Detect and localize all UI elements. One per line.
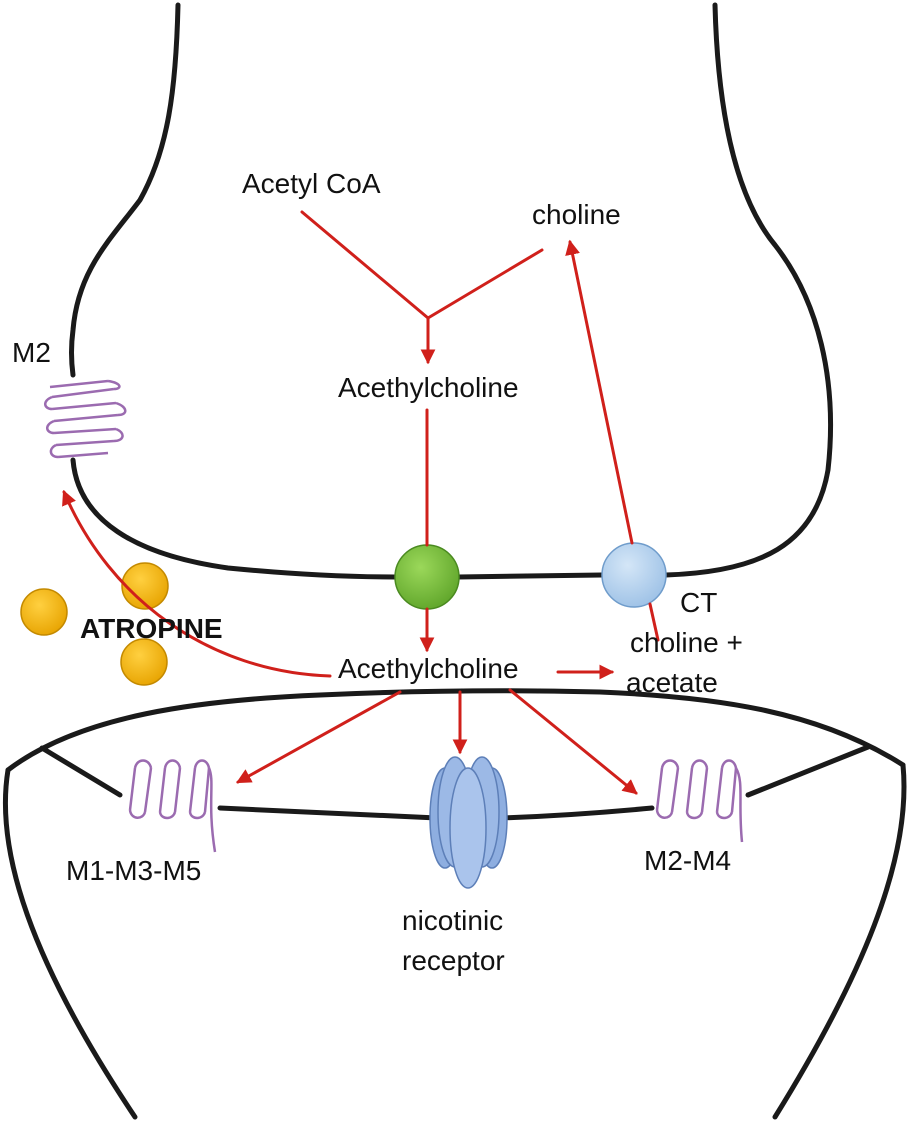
m2-presynaptic-label: M2 <box>12 337 51 368</box>
acetylcholine-top-label: Acethylcholine <box>338 372 519 403</box>
choline-top-label: choline <box>532 199 621 230</box>
nicotinic-label-line2: receptor <box>402 945 505 976</box>
postsynaptic-inner-membrane-right <box>497 805 655 821</box>
choline-acetate-label-line1: choline + <box>630 627 743 658</box>
reaction-arrows <box>62 210 660 795</box>
choline-reuptake-arrow <box>565 239 634 545</box>
presynaptic-membrane-left-lower <box>70 457 398 580</box>
postsynaptic-inner-left-diagonal <box>39 745 123 798</box>
ion-channel-icon <box>429 756 508 889</box>
ct-label: CT <box>680 587 717 618</box>
postsynaptic-membrane-right-side <box>772 762 907 1120</box>
m1-m3-m5-label: M1-M3-M5 <box>66 855 201 886</box>
postsynaptic-inner-membrane-left <box>217 805 440 821</box>
autoreceptor-feedback-arrow <box>62 489 332 678</box>
gpcr-coil-icon <box>655 759 744 843</box>
postsynaptic-cell <box>2 688 907 1120</box>
presynaptic-membrane-middle <box>455 572 605 580</box>
vesicle-release-icon <box>394 544 460 610</box>
nicotinic-label-line1: nicotinic <box>402 905 503 936</box>
gpcr-coil-icon <box>44 379 127 459</box>
postsynaptic-membrane-top <box>5 688 906 773</box>
m2-m4-activation-arrow <box>508 688 638 795</box>
atropine-label: ATROPINE <box>80 613 223 644</box>
transporter-to-ct-line <box>648 602 660 642</box>
m1-m3-m5-activation-arrow <box>236 690 402 784</box>
choline-input-line <box>426 248 544 320</box>
presynaptic-membrane-left-upper <box>69 2 181 378</box>
presynaptic-membrane-right <box>663 2 834 578</box>
choline-transporter-icon <box>601 542 667 608</box>
postsynaptic-inner-right-diagonal <box>745 744 871 798</box>
postsynaptic-membrane-left-side <box>2 767 138 1120</box>
acetyl-coa-label: Acetyl CoA <box>242 168 381 199</box>
m2-m4-label: M2-M4 <box>644 845 731 876</box>
gpcr-coil-icon <box>128 759 217 853</box>
presynaptic-terminal <box>69 2 834 580</box>
choline-acetate-label-line2: acetate <box>626 667 718 698</box>
acetyl-coa-input-line <box>300 210 430 320</box>
atropine-molecule-icon <box>20 562 169 686</box>
acetylcholine-cleft-label: Acethylcholine <box>338 653 519 684</box>
